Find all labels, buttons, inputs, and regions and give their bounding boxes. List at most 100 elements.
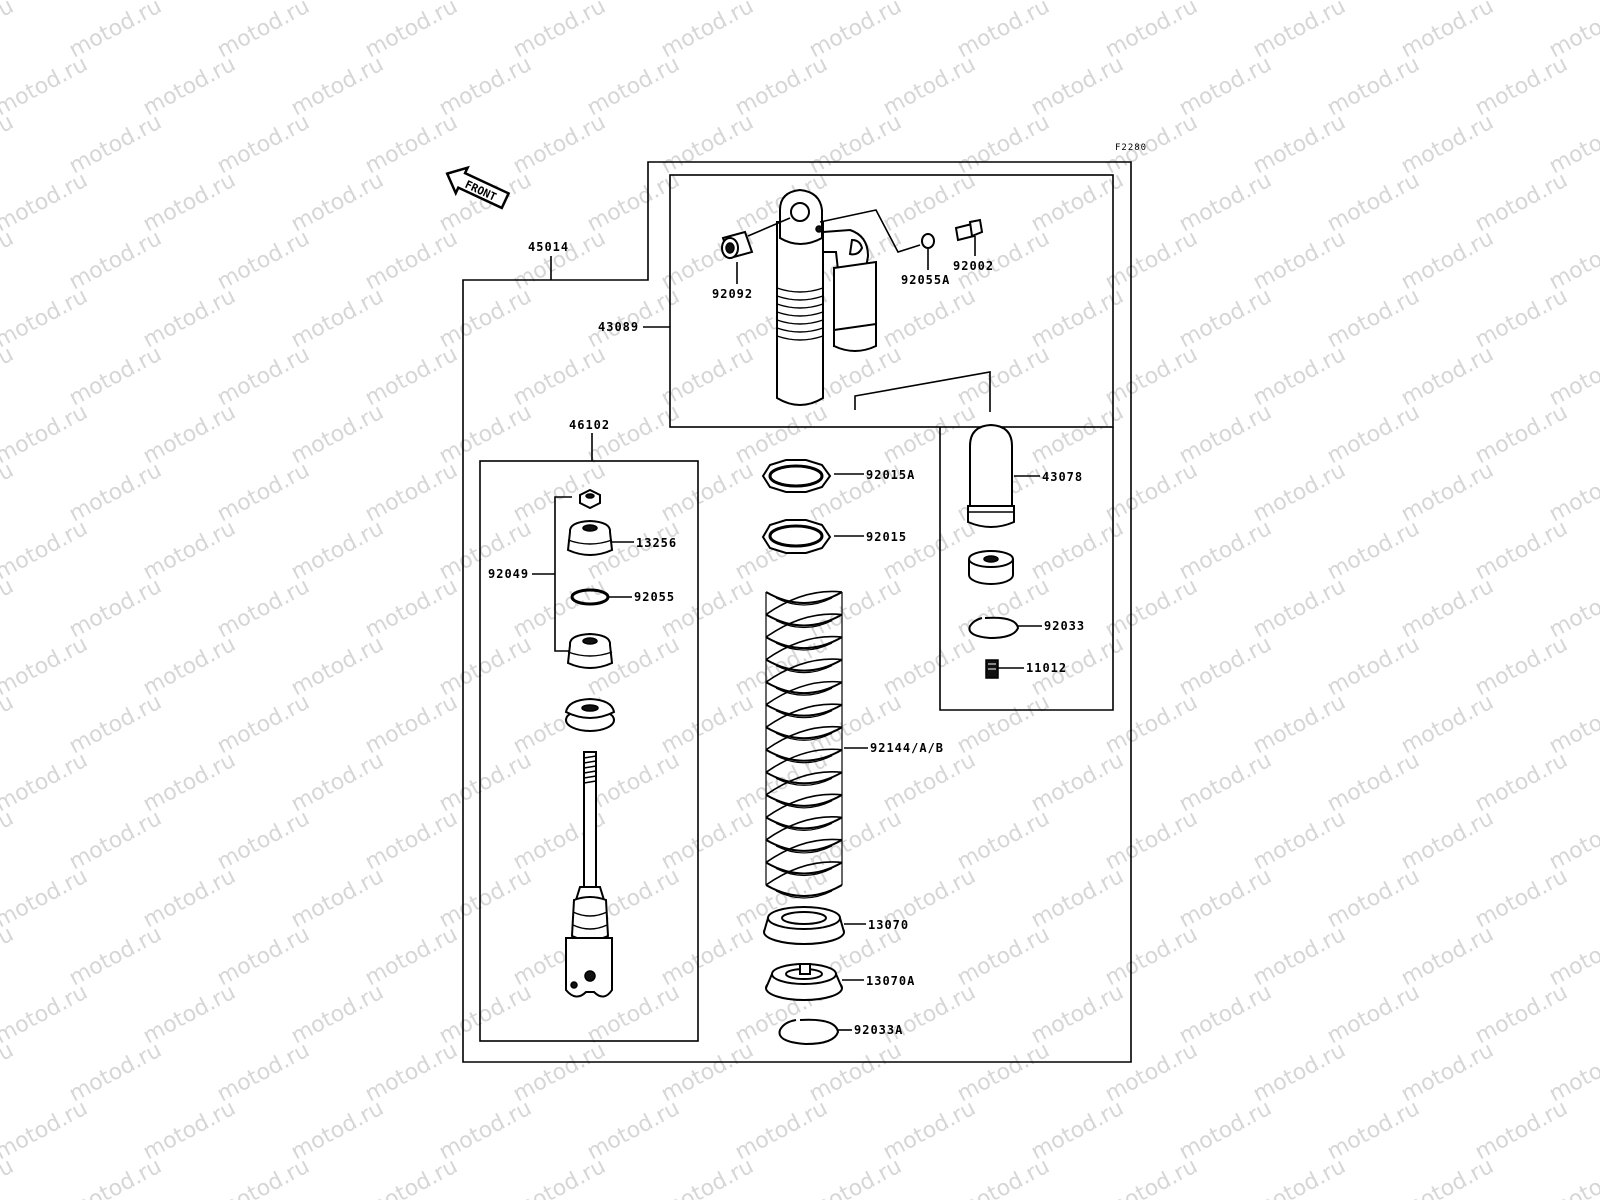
spring-coil [765,681,843,695]
spring-coil [765,839,843,852]
spring-coil-inner [775,642,833,651]
spring-coil-inner [775,710,833,719]
watermark-text: motod.ru [953,1154,1054,1200]
watermark-text: motod.ru [0,922,18,991]
watermark-text: motod.ru [1249,1154,1350,1200]
watermark-text: motod.ru [1545,922,1600,991]
label-92033A: 92033A [854,1023,903,1037]
label-92033: 92033 [1044,619,1085,633]
spring-coil [765,591,843,604]
figure-code: F2280 [1115,143,1147,153]
watermark-text: motod.ru [0,0,92,5]
label-43078: 43078 [1042,470,1083,484]
spring-guide [763,906,845,945]
label-92002: 92002 [953,259,994,273]
watermark-text: motod.ru [0,690,18,759]
watermark-text: motod.ru [1545,574,1600,643]
spring-coil-inner [775,755,833,764]
reservoir-bladder [967,423,1015,528]
spring-coil-inner [775,800,833,809]
watermark-text: motod.ru [657,1154,758,1200]
spring-coil [765,703,843,717]
spring-coil-back [765,613,843,638]
watermark-text: motod.ru [0,458,18,527]
bump-stop [564,697,616,732]
rod-assembly-box [479,460,699,1042]
watermark-text: motod.ru [0,110,18,179]
spring-coil [765,658,843,672]
circlip [968,616,1020,640]
top-nut [579,488,601,510]
spring-coil [765,613,843,627]
spring-coil-inner [775,777,833,786]
spring-coil [765,793,843,807]
label-13070A: 13070A [866,974,915,988]
spring-coil-inner [775,732,833,741]
spring-coil-inner [775,665,833,674]
watermark-text: motod.ru [0,516,92,585]
bushing [721,230,754,260]
label-45014: 45014 [528,240,569,254]
watermark-text: motod.ru [1545,226,1600,295]
label-13256: 13256 [636,536,677,550]
watermark-text: motod.ru [65,1154,166,1200]
spring-coil [765,861,843,875]
circlip-a [778,1018,840,1046]
watermark-text: motod.ru [1545,1154,1600,1200]
watermark-text: motod.ru [0,226,18,295]
bleed-screw [954,218,984,242]
label-92055: 92055 [634,590,675,604]
spring-coil-back [765,590,843,616]
watermark-text: motod.ru [1545,0,1600,63]
watermark-text: motod.ru [213,1154,314,1200]
spring-coil [765,884,843,897]
spring-coil-back [765,771,843,796]
label-92092: 92092 [712,287,753,301]
coil-spring [765,590,843,899]
watermark-text: motod.ru [0,342,18,411]
shock-body [776,188,877,406]
watermark-text: motod.ru [1397,1154,1498,1200]
label-13070: 13070 [868,918,909,932]
spring-coil-back [765,658,843,683]
spring-coil-inner [775,620,833,629]
o-ring-small [921,233,935,249]
spring-coil-back [765,793,843,819]
label-92049: 92049 [488,567,529,581]
seat-13256 [566,519,614,556]
valve [985,659,999,679]
watermark-text: motod.ru [1545,458,1600,527]
spring-coil [765,636,843,650]
assembly-outline [462,161,1132,1063]
watermark-text: motod.ru [0,1096,92,1165]
spring-coil-inner [775,845,833,854]
spring-coil-inner [775,597,833,606]
spring-coil [765,771,843,785]
watermark-text: motod.ru [0,284,92,353]
spring-coil-inner [775,890,833,899]
spring-coil-back [765,861,843,886]
watermark-text: motod.ru [0,632,92,701]
piston-rod [565,751,613,998]
spring-coil-inner [775,822,833,831]
watermark-text: motod.ru [0,980,92,1049]
watermark-text: motod.ru [0,864,92,933]
spring-coil-back [765,725,843,751]
spring-coil-back [765,748,843,773]
spring-coil-inner [775,687,833,696]
label-92144: 92144/A/B [870,741,944,755]
watermark-text: motod.ru [1545,806,1600,875]
spring-coil-back [765,816,843,841]
watermark-text: motod.ru [0,400,92,469]
spring-coil-inner [775,867,833,877]
watermark-text: motod.ru [0,806,18,875]
nut-ring [761,519,832,554]
watermark-text: motod.ru [805,1154,906,1200]
spring-coil-back [765,838,843,864]
watermark-text: motod.ru [0,52,92,121]
watermark-text: motod.ru [0,1038,18,1107]
watermark-text: motod.ru [1545,342,1600,411]
watermark-text: motod.ru [0,574,18,643]
spring-coil-back [765,680,843,706]
